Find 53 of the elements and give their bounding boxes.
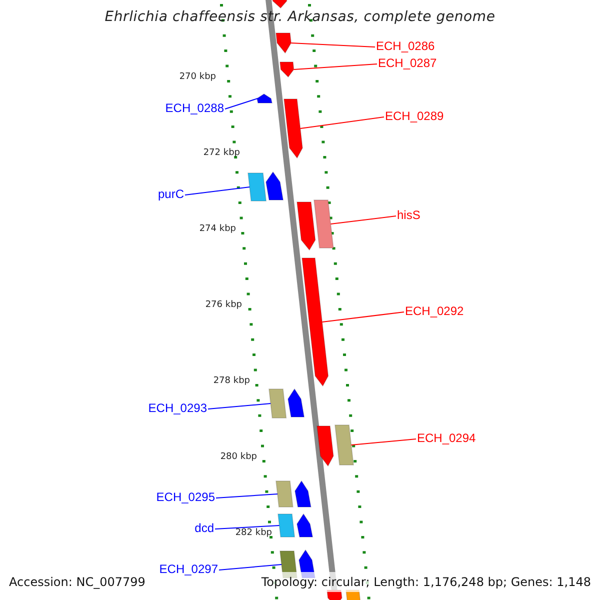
gene-block xyxy=(313,200,334,248)
leader-line xyxy=(208,403,272,410)
gene-glyph xyxy=(275,32,292,54)
gene-glyph xyxy=(326,590,342,600)
gene-block xyxy=(268,388,287,418)
scale-label: 272 kbp xyxy=(203,147,240,160)
footer-text: Accession: NC_007799 xyxy=(9,575,146,589)
gene-block xyxy=(247,172,267,202)
scale-label: 282 kbp xyxy=(235,527,272,540)
gene-glyph xyxy=(316,426,334,467)
scale-label: 276 kbp xyxy=(205,299,242,312)
gene-label: hisS xyxy=(397,208,420,222)
title: Ehrlichia chaffeensis str. Arkansas, complete genome xyxy=(104,10,496,24)
scale-label: 270 kbp xyxy=(179,71,216,84)
leader-line xyxy=(184,186,250,196)
gene-label: ECH_0286 xyxy=(376,39,435,53)
gene-block xyxy=(334,424,354,466)
gene-glyph xyxy=(256,93,273,104)
scale-label: 274 kbp xyxy=(199,223,236,236)
gene-glyph xyxy=(301,258,329,387)
gene-glyph xyxy=(296,202,316,251)
gene-label: ECH_0288 xyxy=(165,101,224,115)
gene-glyph xyxy=(265,171,284,200)
gene-label: ECH_0287 xyxy=(378,56,437,70)
gene-label: ECH_0292 xyxy=(405,304,464,318)
leader-line xyxy=(290,42,376,48)
gene-block xyxy=(275,480,294,508)
leader-line xyxy=(224,98,258,110)
leader-line xyxy=(293,64,378,70)
leader-line xyxy=(322,312,404,322)
gene-glyph xyxy=(296,513,314,538)
gene-glyph xyxy=(294,480,312,508)
scale-label: 280 kbp xyxy=(220,451,257,464)
leader-line xyxy=(218,564,282,570)
leader-line xyxy=(216,494,278,498)
leader-line xyxy=(350,438,416,446)
gene-label: ECH_0294 xyxy=(417,431,476,445)
scale-label: 278 kbp xyxy=(213,375,250,388)
leader-line xyxy=(330,216,396,224)
gene-label: ECH_0289 xyxy=(385,109,444,123)
gene-glyph xyxy=(287,388,305,418)
gene-block xyxy=(277,514,296,538)
gene-label: ECH_0295 xyxy=(156,490,215,504)
footer-text: Topology: circular; Length: 1,176,248 bp; Genes: 1,148 xyxy=(261,575,591,589)
gene-label: ECH_0297 xyxy=(159,562,218,576)
gene-glyph xyxy=(271,0,288,9)
gene-glyph xyxy=(279,62,294,78)
leader-line xyxy=(214,525,280,530)
gene-label: dcd xyxy=(194,521,214,535)
gene-label: ECH_0293 xyxy=(148,401,207,415)
gene-glyph xyxy=(283,98,304,159)
gene-label: purC xyxy=(158,187,184,201)
leader-line xyxy=(300,116,384,129)
